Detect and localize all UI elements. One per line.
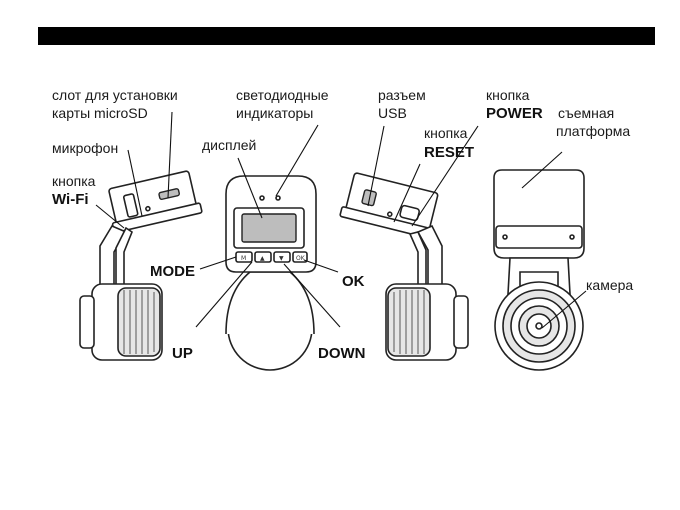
power-button: [399, 204, 420, 222]
svg-text:M: M: [241, 255, 246, 262]
label-microsd-1: слот для установки: [52, 87, 178, 103]
label-wifi-2: Wi-Fi: [52, 191, 89, 208]
camera-lens-back: [494, 281, 584, 371]
reset-hole: [386, 211, 393, 218]
device-front-view: M ▲ ▼ OK: [225, 175, 317, 371]
header-bar: [38, 27, 655, 45]
led-2: [275, 195, 281, 201]
label-power-2: POWER: [486, 105, 543, 122]
label-reset-2: RESET: [424, 144, 474, 161]
device-right-view: [339, 172, 469, 361]
label-led-2: индикаторы: [236, 105, 313, 121]
label-ok: OK: [342, 273, 365, 290]
lens-barrel-left: [79, 283, 163, 361]
label-led-1: светодиодные: [236, 87, 329, 103]
label-microphone: микрофон: [52, 140, 118, 156]
device-back-view: [493, 169, 585, 371]
label-display: дисплей: [202, 137, 256, 153]
microphone-hole: [145, 205, 151, 212]
svg-text:OK: OK: [296, 255, 306, 262]
label-camera: камера: [586, 277, 633, 293]
down-button: [273, 251, 291, 263]
label-platform-1: съемная: [558, 105, 614, 121]
label-power-1: кнопка: [486, 87, 530, 103]
display-screen: [241, 213, 297, 243]
device-left-view: [79, 170, 203, 361]
label-reset-1: кнопка: [424, 125, 468, 141]
wifi-button: [122, 193, 139, 218]
ok-button: [292, 251, 308, 263]
label-usb-2: USB: [378, 105, 407, 121]
label-platform-2: платформа: [556, 123, 630, 139]
labels: слот для установки карты microSD микрофо…: [52, 87, 633, 362]
led-1: [259, 195, 265, 201]
label-up: UP: [172, 345, 193, 362]
up-button: [254, 251, 272, 263]
leader-lines: [95, 111, 587, 329]
svg-text:▼: ▼: [279, 255, 284, 262]
removable-platform: [495, 225, 583, 249]
label-microsd-2: карты microSD: [52, 105, 148, 121]
label-usb-1: разъем: [378, 87, 426, 103]
label-mode: MODE: [150, 263, 195, 280]
label-wifi-1: кнопка: [52, 173, 96, 189]
label-down: DOWN: [318, 345, 366, 362]
svg-text:▲: ▲: [260, 255, 265, 262]
lens-barrel-right: [385, 283, 469, 361]
